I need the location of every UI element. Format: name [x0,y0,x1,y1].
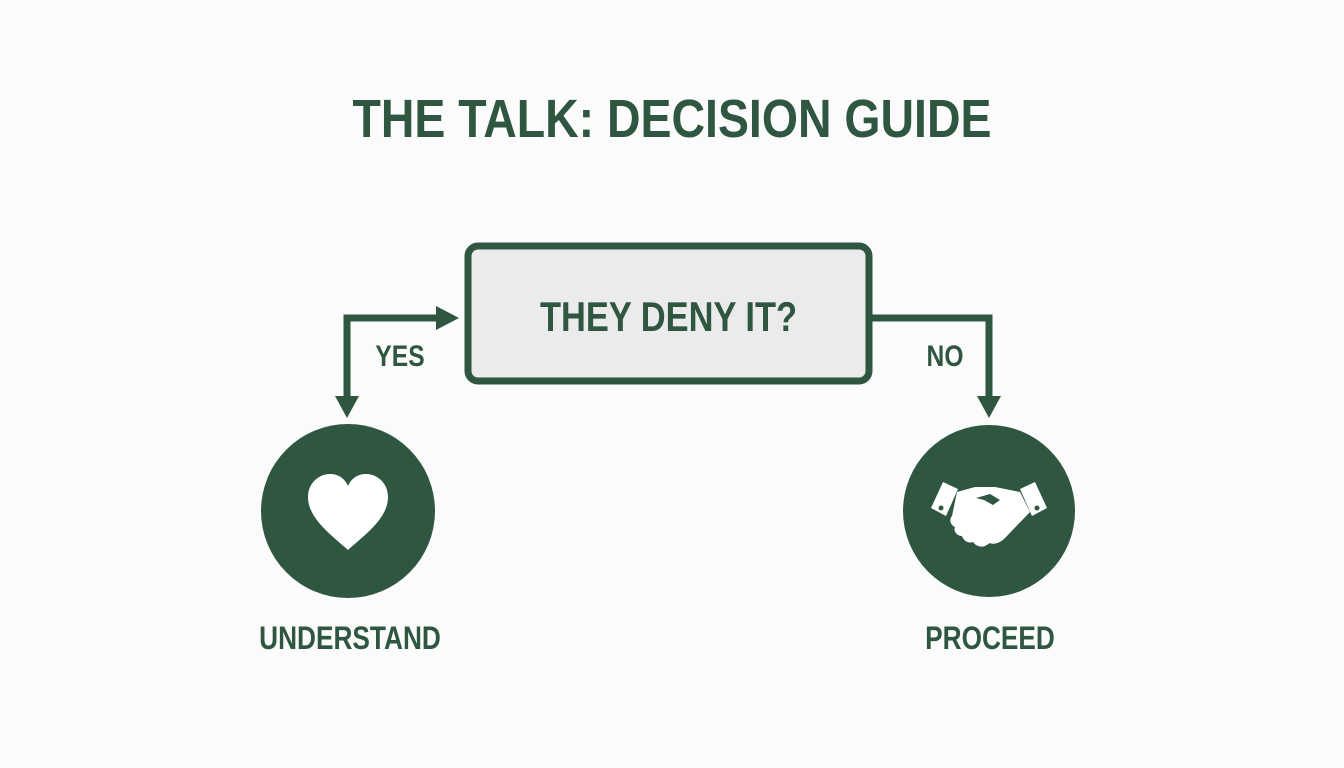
yes-arrowhead-right [436,306,459,330]
heart-icon [308,474,388,550]
yes-connector [343,314,440,400]
proceed-label: PROCEED [925,620,1055,656]
handshake-icon [931,482,1047,547]
decision-question: THEY DENY IT? [539,293,798,340]
no-connector [872,314,993,400]
no-label: NO [926,340,964,373]
no-arrowhead-down [977,396,1001,418]
page-title: THE TALK: DECISION GUIDE [352,89,992,149]
yes-arrowhead-down [335,396,359,418]
yes-label: YES [375,340,425,373]
understand-label: UNDERSTAND [259,620,441,656]
decision-box [464,242,873,385]
